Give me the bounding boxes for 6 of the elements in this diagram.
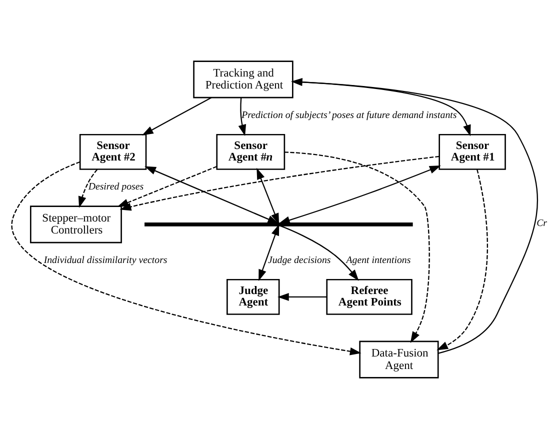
edge-label: Desired poses <box>88 182 144 193</box>
edge-label: Agent intentions <box>346 254 411 266</box>
edge-label: Prediction of subjects’ poses at future demand instants <box>242 110 457 121</box>
edge-label: Judge decisions <box>268 254 331 266</box>
edge-label: Cr <box>536 218 548 230</box>
edge-label: Individual dissimilarity vectors <box>44 254 168 266</box>
